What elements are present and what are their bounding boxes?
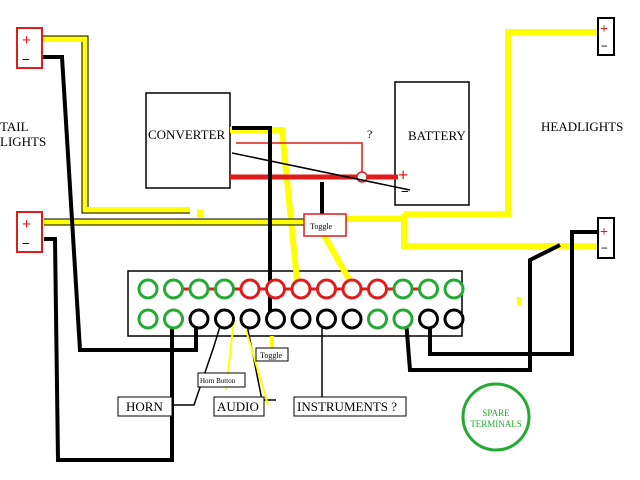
plus-sign: + <box>600 225 608 240</box>
terminal-bottom-2 <box>163 308 184 330</box>
terminal-top-4 <box>214 278 235 300</box>
horn-label: HORN <box>126 399 163 414</box>
instruments-label: INSTRUMENTS ? <box>297 399 397 414</box>
yellow-toggle-stub <box>270 336 274 350</box>
terminal-top-1 <box>137 278 159 300</box>
wire-audio-yellow <box>245 329 269 406</box>
terminal-circles <box>137 278 465 330</box>
spare-label-2: TERMINALS <box>470 419 522 429</box>
tail-lights-label-1: TAIL <box>0 119 29 134</box>
terminal-top-10 <box>367 278 388 300</box>
wire-lower-headlight-yellow <box>401 214 600 249</box>
toggle-small-label: Toggle <box>260 351 283 360</box>
audio-box <box>213 396 265 417</box>
wire-tail-top-black <box>42 55 198 352</box>
terminal-top-7 <box>290 278 312 300</box>
spare-label-1: SPARE <box>482 408 510 418</box>
headlight-bottom-box <box>597 217 615 259</box>
terminal-bottom-11 <box>392 308 414 330</box>
black-wires <box>42 55 600 462</box>
instruments-box <box>293 396 407 417</box>
converter-box <box>145 92 231 189</box>
terminal-top-12 <box>418 278 439 300</box>
terminal-top-5 <box>239 278 261 300</box>
terminal-top-11 <box>392 278 414 300</box>
terminal-bottom-1 <box>137 308 159 330</box>
plus-sign: + <box>22 216 31 233</box>
wire-question-red <box>236 142 363 176</box>
horn-button-box <box>197 372 246 388</box>
terminal-bottom-10 <box>367 308 388 330</box>
terminal-bottom-4 <box>214 308 235 330</box>
yellow-wire-outlines <box>42 35 305 226</box>
toggle-switch-small <box>255 347 289 362</box>
battery-label: BATTERY <box>408 128 466 143</box>
terminal-bottom-9 <box>341 308 363 330</box>
terminal-bottom-7 <box>290 308 312 330</box>
terminal-top-13 <box>443 278 465 300</box>
terminal-top-8 <box>316 278 337 300</box>
terminal-bottom-8 <box>316 308 337 330</box>
yellow-wires <box>42 29 600 292</box>
minus-sign: − <box>22 237 30 252</box>
horn-button-label: Horn Button <box>200 377 236 385</box>
terminal-bottom-5 <box>239 308 261 330</box>
minus-sign: − <box>601 241 608 255</box>
tail-light-top-box <box>16 27 43 69</box>
tail-light-top: + − <box>16 27 43 69</box>
terminal-bottom-3 <box>188 308 210 330</box>
wire-headlight-upper-black <box>428 230 600 356</box>
battery-plus-sign: + <box>398 165 408 185</box>
tail-lights-label-2: LIGHTS <box>0 134 46 149</box>
headlight-top: + − <box>597 17 615 56</box>
toggle-switch-main <box>303 213 347 237</box>
terminal-top-3 <box>188 278 210 300</box>
terminal-bottom-6 <box>265 308 286 330</box>
plus-sign: + <box>22 32 31 49</box>
terminal-top-2 <box>163 278 184 300</box>
question-mark: ? <box>367 127 372 141</box>
wire-tail-top-yellow <box>42 36 190 213</box>
wire-converter-ground-black <box>232 126 272 320</box>
tail-light-bottom: + − <box>16 211 43 253</box>
wire-converter-diag-black <box>231 152 411 191</box>
spare-terminals-circle <box>461 382 531 452</box>
terminal-top-6 <box>265 278 286 300</box>
plus-sign: + <box>600 22 608 37</box>
wire-upper-headlight-yellow <box>404 29 598 217</box>
terminal-top-9 <box>341 278 363 300</box>
converter-label: CONVERTER <box>148 127 226 142</box>
minus-sign: − <box>601 39 608 53</box>
terminal-bottom-12 <box>418 308 439 330</box>
battery-box <box>394 81 470 206</box>
headlights-label: HEADLIGHTS <box>541 119 623 134</box>
horn-box <box>117 396 173 417</box>
terminal-bottom-13 <box>443 308 465 330</box>
wire-headlight-lower-black <box>404 243 561 372</box>
headlight-bottom: + − <box>597 217 615 259</box>
headlight-top-box <box>597 17 615 56</box>
tail-light-bottom-box <box>16 211 43 253</box>
toggle-main-label: Toggle <box>310 222 333 231</box>
yellow-stub <box>517 297 521 305</box>
battery-minus-sign: − <box>401 185 409 200</box>
audio-label: AUDIO <box>217 399 259 414</box>
minus-sign: − <box>22 53 30 68</box>
